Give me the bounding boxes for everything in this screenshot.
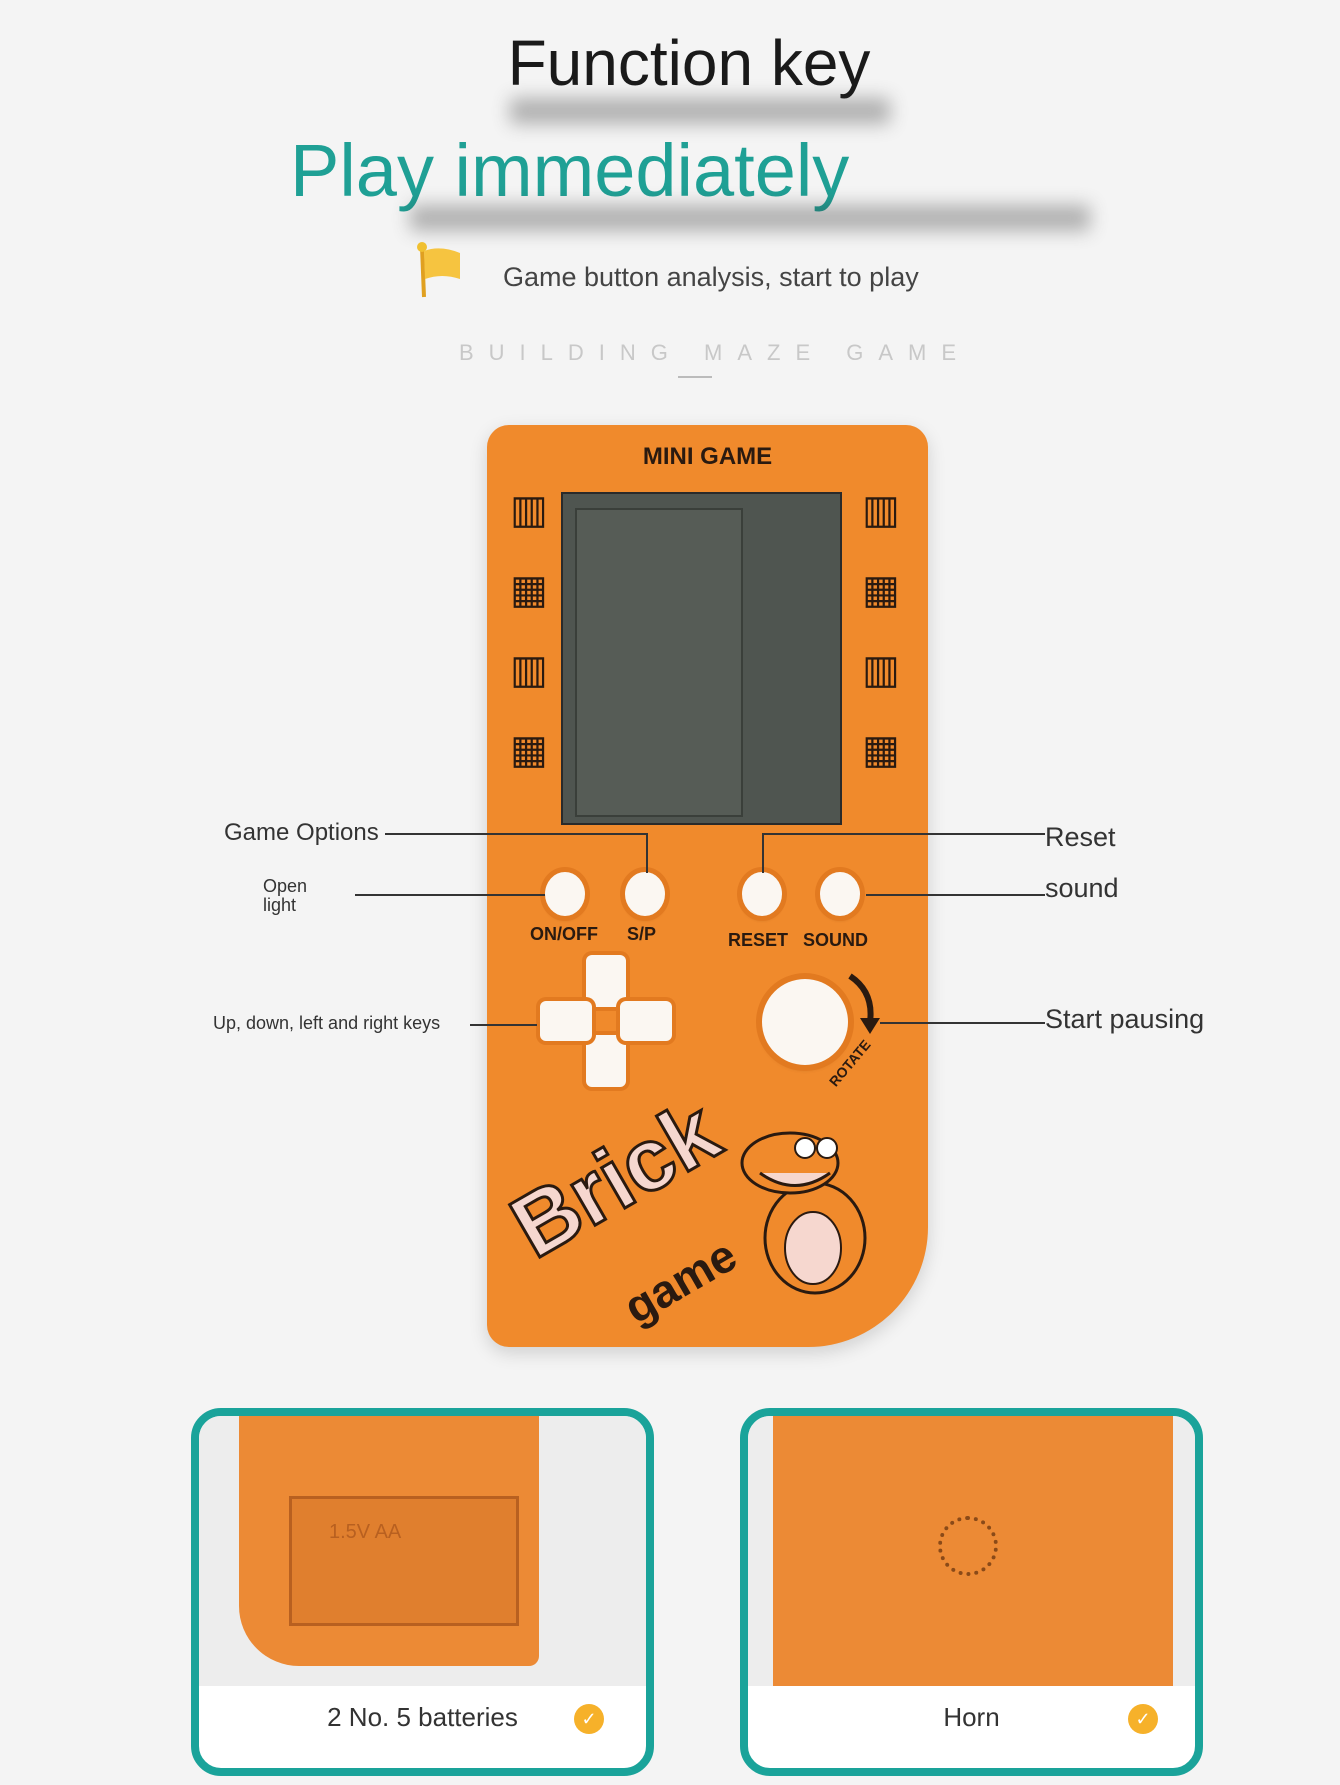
- callout-line: [470, 1024, 537, 1026]
- check-badge-icon: ✓: [574, 1704, 604, 1734]
- battery-label: 1.5V AA: [329, 1521, 402, 1543]
- reset-label: RESET: [728, 930, 789, 950]
- check-badge-icon: ✓: [1128, 1704, 1158, 1734]
- tetromino-icon: ▥▦▥▦: [862, 488, 900, 772]
- callout-line: [880, 1022, 1045, 1024]
- callout-start-pausing: Start pausing: [1045, 1004, 1205, 1034]
- tagline: Game button analysis, start to play: [503, 262, 919, 292]
- callout-sound: sound: [1045, 873, 1119, 903]
- subtitle: Play immediately: [290, 129, 850, 212]
- callout-line: [385, 833, 647, 835]
- horn-card: Horn ✓: [740, 1408, 1203, 1776]
- battery-caption: 2 No. 5 batteries: [327, 1702, 518, 1732]
- dpad-down[interactable]: [586, 1035, 626, 1087]
- lcd-inner: [575, 508, 743, 817]
- tetromino-icon: ▥▦▥▦: [510, 488, 548, 772]
- divider: [678, 376, 712, 378]
- sp-button[interactable]: [625, 872, 665, 916]
- battery-photo: 1.5V AA: [199, 1416, 646, 1686]
- rotate-arrow-icon: [848, 973, 880, 1034]
- device-brand-label: MINI GAME: [642, 443, 773, 470]
- flag-icon: [417, 242, 460, 298]
- dinosaur-mascot: [740, 1131, 867, 1295]
- sound-button[interactable]: [820, 872, 860, 916]
- section-label: BUILDING MAZE GAME: [459, 340, 972, 365]
- dpad-up[interactable]: [586, 955, 626, 1007]
- on-off-button[interactable]: [545, 872, 585, 916]
- blurred-text: [410, 205, 1090, 231]
- callout-dpad: Up, down, left and right keys: [213, 1013, 441, 1033]
- horn-photo: [748, 1416, 1195, 1686]
- callout-line: [762, 833, 1045, 835]
- callout-reset: Reset: [1045, 822, 1116, 852]
- sp-label: S/P: [627, 924, 657, 944]
- rotate-button[interactable]: [762, 979, 848, 1065]
- blurred-text: [510, 98, 890, 124]
- reset-button[interactable]: [742, 872, 782, 916]
- callout-line: [866, 894, 1045, 896]
- page-title: Function key: [507, 27, 871, 99]
- callout-open-light: Open light: [263, 876, 308, 915]
- callout-line: [355, 894, 545, 896]
- on-off-label: ON/OFF: [530, 924, 598, 944]
- dpad-left[interactable]: [540, 1001, 592, 1041]
- battery-card: 1.5V AA 2 No. 5 batteries ✓: [191, 1408, 654, 1776]
- horn-caption: Horn: [943, 1702, 1000, 1732]
- callout-line: [762, 833, 764, 873]
- callout-game-options: Game Options: [224, 819, 379, 846]
- sound-label: SOUND: [803, 930, 869, 950]
- callout-line: [646, 833, 648, 873]
- dpad-right[interactable]: [620, 1001, 672, 1041]
